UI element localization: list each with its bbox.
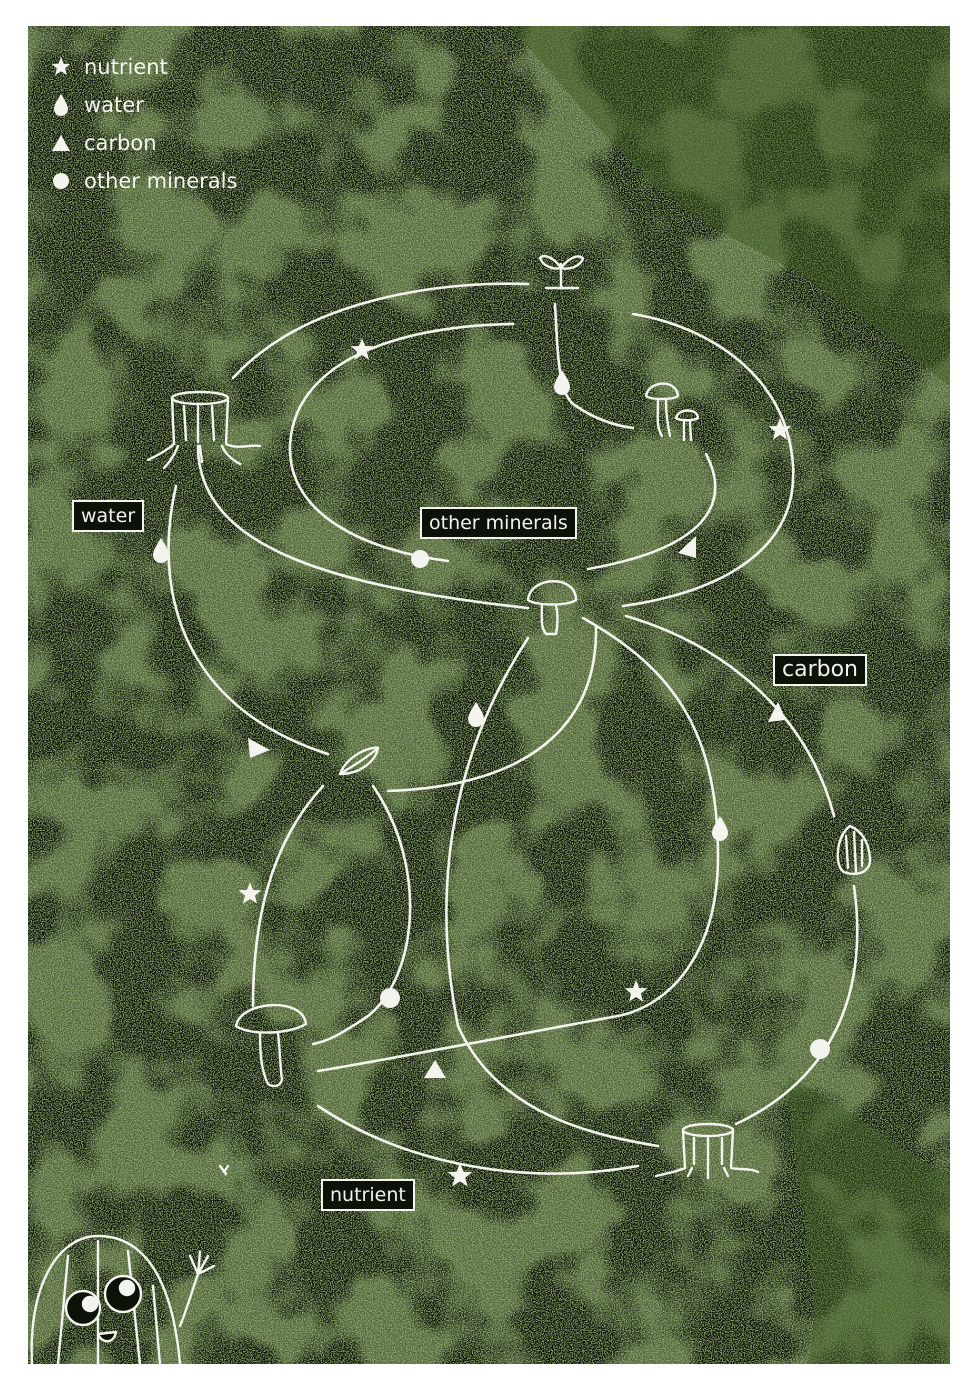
star-icon bbox=[447, 1163, 473, 1187]
seed-icon bbox=[836, 824, 872, 876]
nutrient-cycle-diagram bbox=[30, 254, 872, 1364]
star-icon bbox=[238, 882, 262, 904]
legend: nutrient water carbon other minerals bbox=[46, 48, 237, 200]
legend-label-nutrient: nutrient bbox=[84, 55, 168, 79]
tree-stump-icon bbox=[654, 1122, 760, 1180]
flow-path bbox=[621, 312, 795, 608]
flow-path bbox=[316, 1104, 640, 1175]
moss-background bbox=[28, 26, 950, 1364]
drop-icon bbox=[468, 702, 484, 727]
flow-path bbox=[734, 884, 859, 1126]
seed-character-icon bbox=[30, 1164, 230, 1364]
leaf-icon bbox=[338, 746, 380, 776]
star-icon bbox=[624, 980, 648, 1002]
drop-icon bbox=[554, 370, 570, 395]
legend-item-nutrient: nutrient bbox=[46, 48, 237, 86]
legend-label-other-minerals: other minerals bbox=[84, 169, 238, 193]
flow-path bbox=[288, 322, 515, 563]
triangle-icon bbox=[46, 133, 76, 153]
legend-label-carbon: carbon bbox=[84, 131, 157, 155]
drop-icon bbox=[153, 538, 169, 563]
triangle-icon bbox=[424, 1060, 446, 1078]
flow-path bbox=[445, 636, 660, 1148]
flow-path bbox=[167, 484, 330, 756]
star-icon bbox=[768, 418, 792, 440]
circle-icon bbox=[380, 988, 400, 1008]
flow-path bbox=[553, 302, 635, 430]
flow-path bbox=[386, 624, 598, 793]
sprout-icon bbox=[538, 254, 585, 290]
label-carbon: carbon bbox=[773, 654, 867, 686]
label-other-minerals: other minerals bbox=[420, 507, 577, 539]
flow-path bbox=[586, 452, 717, 571]
legend-item-carbon: carbon bbox=[46, 124, 237, 162]
star-icon bbox=[46, 56, 76, 78]
flow-path bbox=[231, 282, 530, 380]
tree-stump-icon bbox=[146, 390, 262, 470]
flow-path bbox=[311, 784, 412, 1046]
mushrooms-icon bbox=[644, 382, 700, 442]
flow-path bbox=[251, 784, 325, 1008]
drop-icon bbox=[712, 816, 728, 841]
poster: nutrient water carbon other minerals bbox=[28, 26, 950, 1364]
triangle-icon bbox=[248, 738, 270, 758]
drop-icon bbox=[46, 93, 76, 117]
circle-icon bbox=[411, 550, 429, 568]
triangle-icon bbox=[678, 536, 696, 558]
legend-label-water: water bbox=[84, 93, 144, 117]
circle-icon bbox=[810, 1039, 830, 1059]
legend-item-other-minerals: other minerals bbox=[46, 162, 237, 200]
circle-icon bbox=[46, 171, 76, 191]
mushroom-icon bbox=[526, 580, 578, 636]
triangle-icon bbox=[768, 702, 786, 722]
label-water: water bbox=[72, 500, 145, 532]
star-icon bbox=[350, 338, 374, 360]
legend-item-water: water bbox=[46, 86, 237, 124]
flow-path bbox=[316, 616, 720, 1073]
flow-path bbox=[196, 444, 530, 610]
label-nutrient: nutrient bbox=[321, 1179, 415, 1211]
mushroom-icon bbox=[234, 1003, 308, 1088]
flow-path bbox=[624, 614, 836, 818]
